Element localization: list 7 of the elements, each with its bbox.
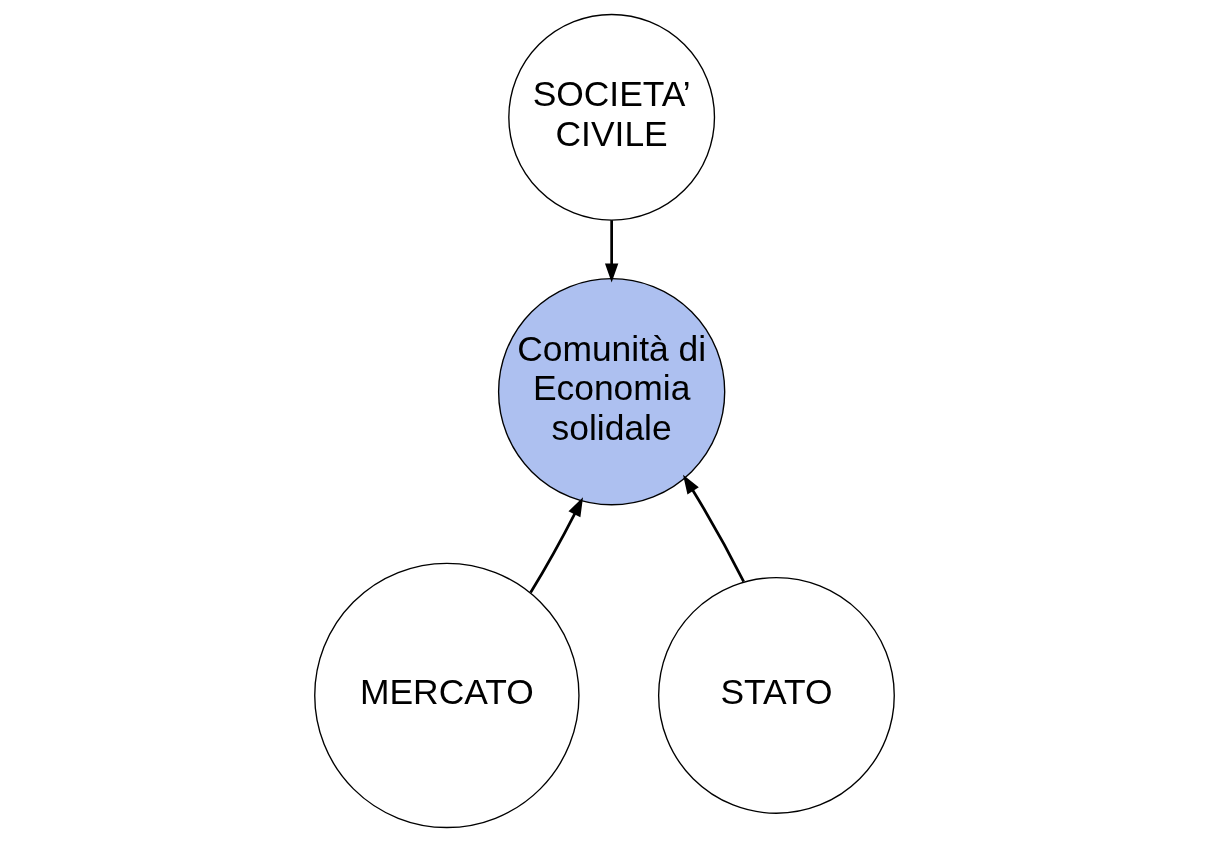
arrow <box>529 496 583 593</box>
node-circle: MERCATO <box>314 562 580 828</box>
node-circle: Comunità di Economia solidale <box>497 277 726 505</box>
arrow <box>604 219 619 283</box>
arrow <box>683 474 745 582</box>
node-circle: SOCIETA’ CIVILE <box>508 13 716 221</box>
node-circle: STATO <box>657 576 895 814</box>
